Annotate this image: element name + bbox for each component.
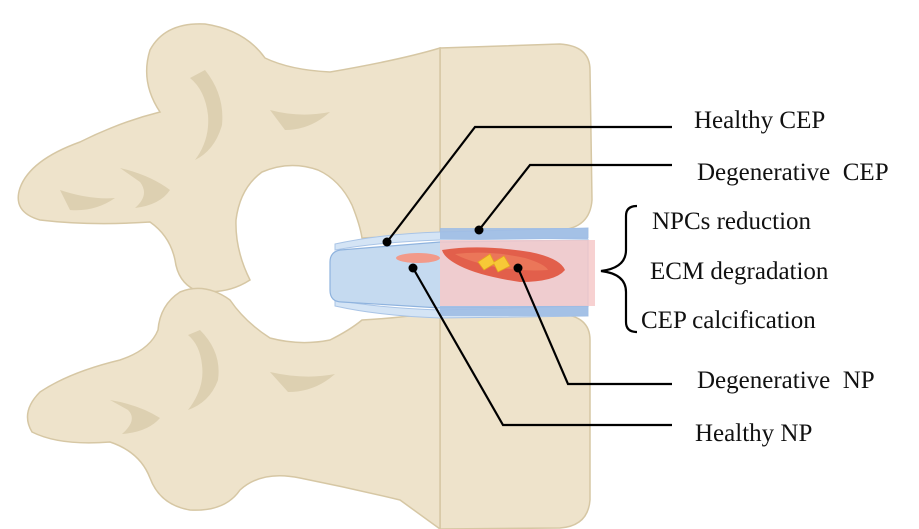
label-healthy-cep: Healthy CEP — [694, 108, 825, 133]
label-cep-calcification: CEP calcification — [641, 308, 816, 333]
lower-vertebra — [28, 288, 591, 529]
label-healthy-np: Healthy NP — [695, 421, 812, 446]
intervertebral-disc — [330, 228, 595, 318]
curly-brace — [601, 206, 637, 332]
label-degenerative-np: Degenerative NP — [697, 368, 875, 393]
healthy-np — [396, 253, 440, 263]
lower-vertebral-body — [440, 312, 590, 529]
label-degenerative-cep: Degenerative CEP — [697, 160, 889, 185]
degenerative-cep-band — [440, 228, 588, 239]
lower-posterior-elements — [28, 288, 441, 529]
dot-healthy-cep — [383, 238, 392, 247]
label-ecm-degradation: ECM degradation — [650, 259, 828, 284]
upper-vertebral-body — [440, 44, 592, 234]
dot-degenerative-np — [514, 264, 523, 273]
label-npcs-reduction: NPCs reduction — [652, 209, 811, 234]
dot-healthy-np — [409, 264, 418, 273]
degenerative-cep-band-lower — [440, 306, 588, 316]
dot-degenerative-cep — [475, 226, 484, 235]
